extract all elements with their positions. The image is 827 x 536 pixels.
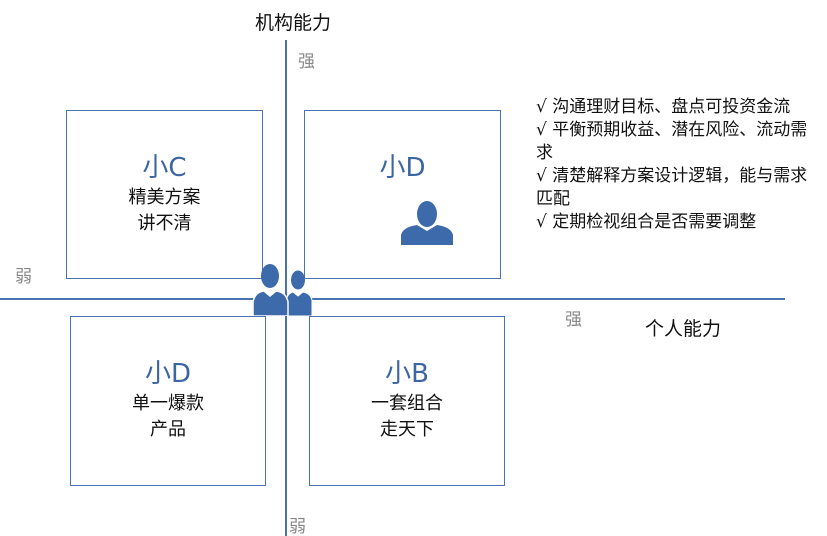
horizontal-strong-label: 强 — [565, 310, 582, 330]
quadrant-title: 小C — [142, 153, 187, 183]
quadrant-desc-line1: 精美方案 — [128, 187, 201, 208]
quadrant-desc-line1: 单一爆款 — [132, 393, 204, 414]
horizontal-weak-label: 弱 — [15, 267, 32, 287]
horizontal-axis-title: 个人能力 — [645, 318, 722, 340]
checklist: √ 沟通理财目标、盘点可投资金流 √ 平衡预期收益、潜在风险、流动需求 √ 清楚… — [536, 96, 811, 234]
quadrant-title: 小D — [144, 359, 192, 389]
quadrant-title: 小B — [385, 359, 429, 389]
people-group-icon — [252, 264, 313, 316]
quadrant-top-right: 小D — [304, 110, 501, 279]
quadrant-bottom-left: 小D 单一爆款 产品 — [70, 316, 266, 486]
vertical-axis-title: 机构能力 — [255, 12, 332, 34]
quadrant-top-left: 小C 精美方案 讲不清 — [66, 110, 263, 279]
quadrant-title: 小D — [379, 153, 426, 183]
checklist-item: √ 沟通理财目标、盘点可投资金流 — [536, 97, 791, 117]
quadrant-desc-line2: 讲不清 — [137, 213, 192, 234]
quadrant-bottom-right: 小B 一套组合 走天下 — [309, 316, 505, 486]
checklist-item: √ 平衡预期收益、潜在风险、流动需求 — [536, 120, 808, 163]
quadrant-desc-line1: 一套组合 — [371, 393, 443, 414]
vertical-weak-label: 弱 — [289, 517, 306, 536]
vertical-strong-label: 强 — [298, 52, 315, 72]
checklist-item: √ 清楚解释方案设计逻辑，能与需求匹配 — [536, 166, 808, 209]
quadrant-desc-line2: 走天下 — [380, 419, 434, 440]
quadrant-desc-line2: 产品 — [150, 419, 186, 440]
horizontal-axis — [0, 298, 785, 300]
vertical-axis — [285, 40, 287, 536]
person-icon — [401, 201, 453, 245]
checklist-item: √ 定期检视组合是否需要调整 — [536, 212, 757, 232]
